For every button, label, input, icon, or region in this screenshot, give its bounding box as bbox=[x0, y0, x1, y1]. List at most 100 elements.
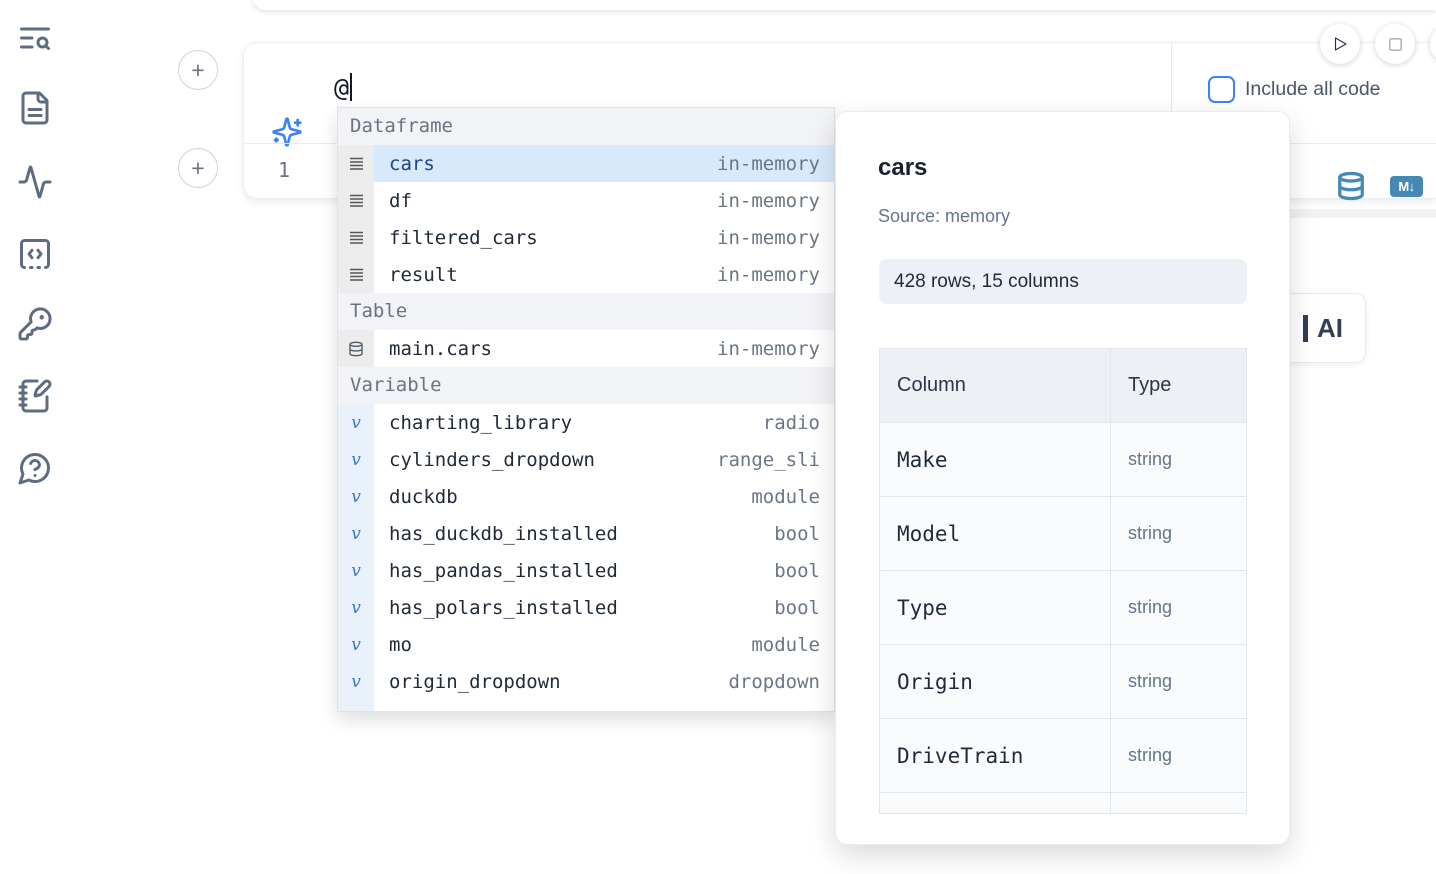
completion-item-type: module bbox=[751, 485, 820, 508]
column-name: DriveTrain bbox=[880, 719, 1111, 792]
prompt-options: Include all code bbox=[1171, 43, 1436, 143]
stop-cell-button[interactable] bbox=[1375, 24, 1415, 64]
document-icon[interactable] bbox=[17, 90, 55, 128]
header-type: Type bbox=[1128, 374, 1172, 396]
sparkles-icon bbox=[271, 116, 303, 148]
search-list-icon[interactable] bbox=[17, 20, 55, 58]
markdown-icon[interactable]: M↓ bbox=[1390, 176, 1423, 197]
column-name: Type bbox=[880, 571, 1111, 644]
completion-item-label: has_pandas_installed bbox=[389, 559, 618, 582]
completion-item-label: mo bbox=[389, 633, 412, 656]
completion-item-type: radio bbox=[762, 411, 820, 434]
variable-icon: v bbox=[338, 626, 374, 663]
completion-item-type: module bbox=[751, 633, 820, 656]
line-number: 1 bbox=[277, 158, 291, 182]
add-cell-above-button[interactable]: + bbox=[178, 50, 218, 90]
run-cell-button[interactable] bbox=[1320, 24, 1360, 64]
variable-icon: v bbox=[338, 552, 374, 589]
completion-item-type: module bbox=[751, 708, 834, 712]
schema-table-row: Origin string bbox=[880, 645, 1246, 719]
variable-icon: v bbox=[338, 663, 374, 700]
column-type: string bbox=[1128, 671, 1173, 691]
completion-item-type: in-memory bbox=[717, 189, 820, 212]
dataframe-icon bbox=[338, 256, 374, 293]
completion-item-type: in-memory bbox=[717, 226, 820, 249]
completion-section-header: Variable bbox=[338, 367, 834, 404]
column-name: Origin bbox=[880, 645, 1111, 718]
column-type: string bbox=[1128, 449, 1173, 469]
database-icon[interactable] bbox=[1336, 171, 1366, 203]
key-icon[interactable] bbox=[17, 306, 55, 344]
completion-item-label: cars bbox=[389, 152, 435, 175]
dataframe-icon bbox=[338, 145, 374, 182]
completion-item-label: has_duckdb_installed bbox=[389, 522, 618, 545]
shape-badge: 428 rows, 15 columns bbox=[879, 259, 1247, 304]
column-type: string bbox=[1128, 745, 1173, 765]
text-caret bbox=[350, 73, 353, 101]
completion-item-pd[interactable]: vpdmodule bbox=[338, 700, 834, 712]
column-name bbox=[880, 793, 1111, 813]
completion-item-label: filtered_cars bbox=[389, 226, 538, 249]
completion-item-label: main.cars bbox=[389, 337, 492, 360]
dataframe-icon bbox=[338, 219, 374, 256]
help-chat-icon[interactable] bbox=[17, 450, 55, 488]
completion-item-type: range_sli bbox=[717, 448, 820, 471]
stop-icon bbox=[1388, 37, 1402, 51]
completion-item-origin_dropdown[interactable]: v origin_dropdown dropdown bbox=[338, 663, 834, 700]
include-all-code-checkbox[interactable] bbox=[1208, 76, 1235, 103]
header-column: Column bbox=[880, 349, 1111, 422]
completion-item-type: bool bbox=[774, 596, 820, 619]
activity-icon[interactable] bbox=[17, 164, 55, 202]
play-icon bbox=[1334, 37, 1347, 51]
preview-title: cars bbox=[878, 154, 928, 181]
output-area-edge bbox=[1280, 209, 1436, 218]
completion-item-cylinders_dropdown[interactable]: v cylinders_dropdown range_sli bbox=[338, 441, 834, 478]
completion-item-has_duckdb_installed[interactable]: v has_duckdb_installed bool bbox=[338, 515, 834, 552]
column-name: Model bbox=[880, 497, 1111, 570]
completion-item-label: df bbox=[389, 189, 412, 212]
completion-item-type: dropdown bbox=[728, 670, 820, 693]
completion-item-label: duckdb bbox=[389, 485, 458, 508]
completion-item-charting_library[interactable]: v charting_library radio bbox=[338, 404, 834, 441]
completion-item-result[interactable]: result in-memory bbox=[338, 256, 834, 293]
completion-section-header: Table bbox=[338, 293, 834, 330]
completion-item-label: cylinders_dropdown bbox=[389, 448, 595, 471]
completion-item-label: pd bbox=[374, 708, 751, 712]
completion-item-filtered_cars[interactable]: filtered_cars in-memory bbox=[338, 219, 834, 256]
include-all-code-label: Include all code bbox=[1245, 78, 1381, 100]
previous-cell-edge bbox=[252, 0, 1436, 10]
add-cell-below-button[interactable]: + bbox=[178, 148, 218, 188]
completion-item-label: has_polars_installed bbox=[389, 596, 618, 619]
completion-item-type: in-memory bbox=[717, 263, 820, 286]
completion-item-df[interactable]: df in-memory bbox=[338, 182, 834, 219]
extra-action-button[interactable] bbox=[1430, 24, 1436, 64]
completion-item-type: bool bbox=[774, 522, 820, 545]
column-type: string bbox=[1128, 523, 1173, 543]
variable-icon: v bbox=[338, 515, 374, 552]
clipped-letter bbox=[1303, 314, 1308, 342]
column-type bbox=[1111, 793, 1246, 813]
variable-icon: v bbox=[338, 700, 374, 711]
completion-item-label: result bbox=[389, 263, 458, 286]
ai-prompt-input[interactable]: @ bbox=[334, 73, 353, 102]
variable-icon: v bbox=[338, 478, 374, 515]
variable-icon: v bbox=[338, 404, 374, 441]
completion-item-label: charting_library bbox=[389, 411, 573, 434]
completion-item-label: origin_dropdown bbox=[389, 670, 561, 693]
notebook-edit-icon[interactable] bbox=[17, 378, 55, 416]
variable-icon: v bbox=[338, 441, 374, 478]
code-block-icon[interactable] bbox=[17, 236, 55, 274]
preview-source: Source: memory bbox=[878, 206, 1011, 226]
code-editor-row[interactable]: 1 bbox=[244, 144, 1436, 198]
